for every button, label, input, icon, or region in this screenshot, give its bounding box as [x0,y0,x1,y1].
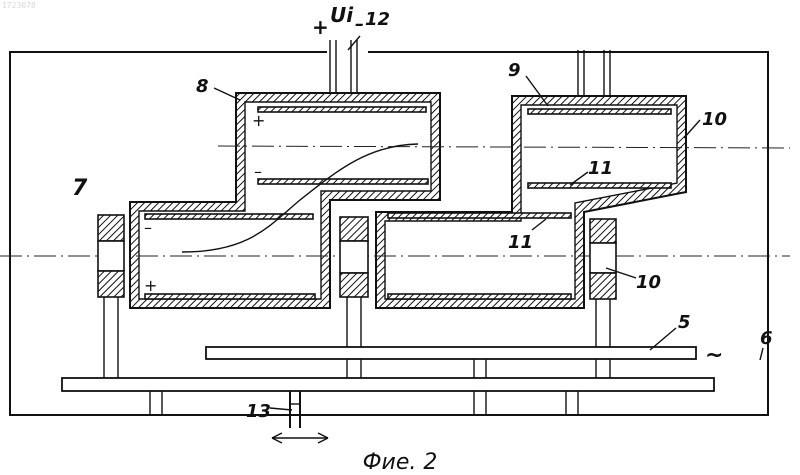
plate-11-upper [528,183,671,188]
figure-caption: Фие. 2 [363,450,438,475]
plate-upper-top [258,107,426,112]
numeral-12: 12 [365,9,390,30]
plate-bottom-right [388,294,571,299]
motion-arrow [272,433,328,443]
numeral-5: 5 [678,312,691,333]
plate-11-lower [388,213,571,218]
numeral-10-upper: 10 [702,109,727,130]
plate-upper-bottom [258,179,428,184]
numeral-7: 7 [72,176,88,201]
base-legs [150,391,578,415]
base-rail [62,378,714,391]
plate-lower-bottom [145,294,315,299]
numeral-11-lower: 11 [508,232,533,253]
sign-upper-plus: + [252,111,265,130]
left-electrode-leads [330,40,357,100]
document-number-watermark: 1723078 [2,1,36,10]
numeral-9: 9 [508,60,521,81]
lens-block-middle [340,217,368,297]
plate-lower-top [145,214,313,219]
voltage-label: Ui [330,3,354,27]
sign-lower-plus: + [144,276,157,295]
plate-9-top [528,109,671,114]
sign-upper-minus: – [254,162,262,181]
numeral-6: 6 [760,328,773,349]
wave-symbol: ~ [705,343,723,368]
lens-block-left-7 [98,215,124,297]
numeral-8: 8 [196,76,209,97]
polarity-plus: + [312,15,329,39]
support-posts [104,297,610,378]
left-chamber-8 [130,93,440,308]
lens-block-right-10 [590,219,616,299]
numeral-13: 13 [246,401,271,422]
numeral-11-upper: 11 [588,158,613,179]
rail-5 [206,347,696,359]
polarity-minus: – [355,14,364,35]
sign-lower-minus: – [144,218,152,237]
numeral-10-lower: 10 [636,272,661,293]
